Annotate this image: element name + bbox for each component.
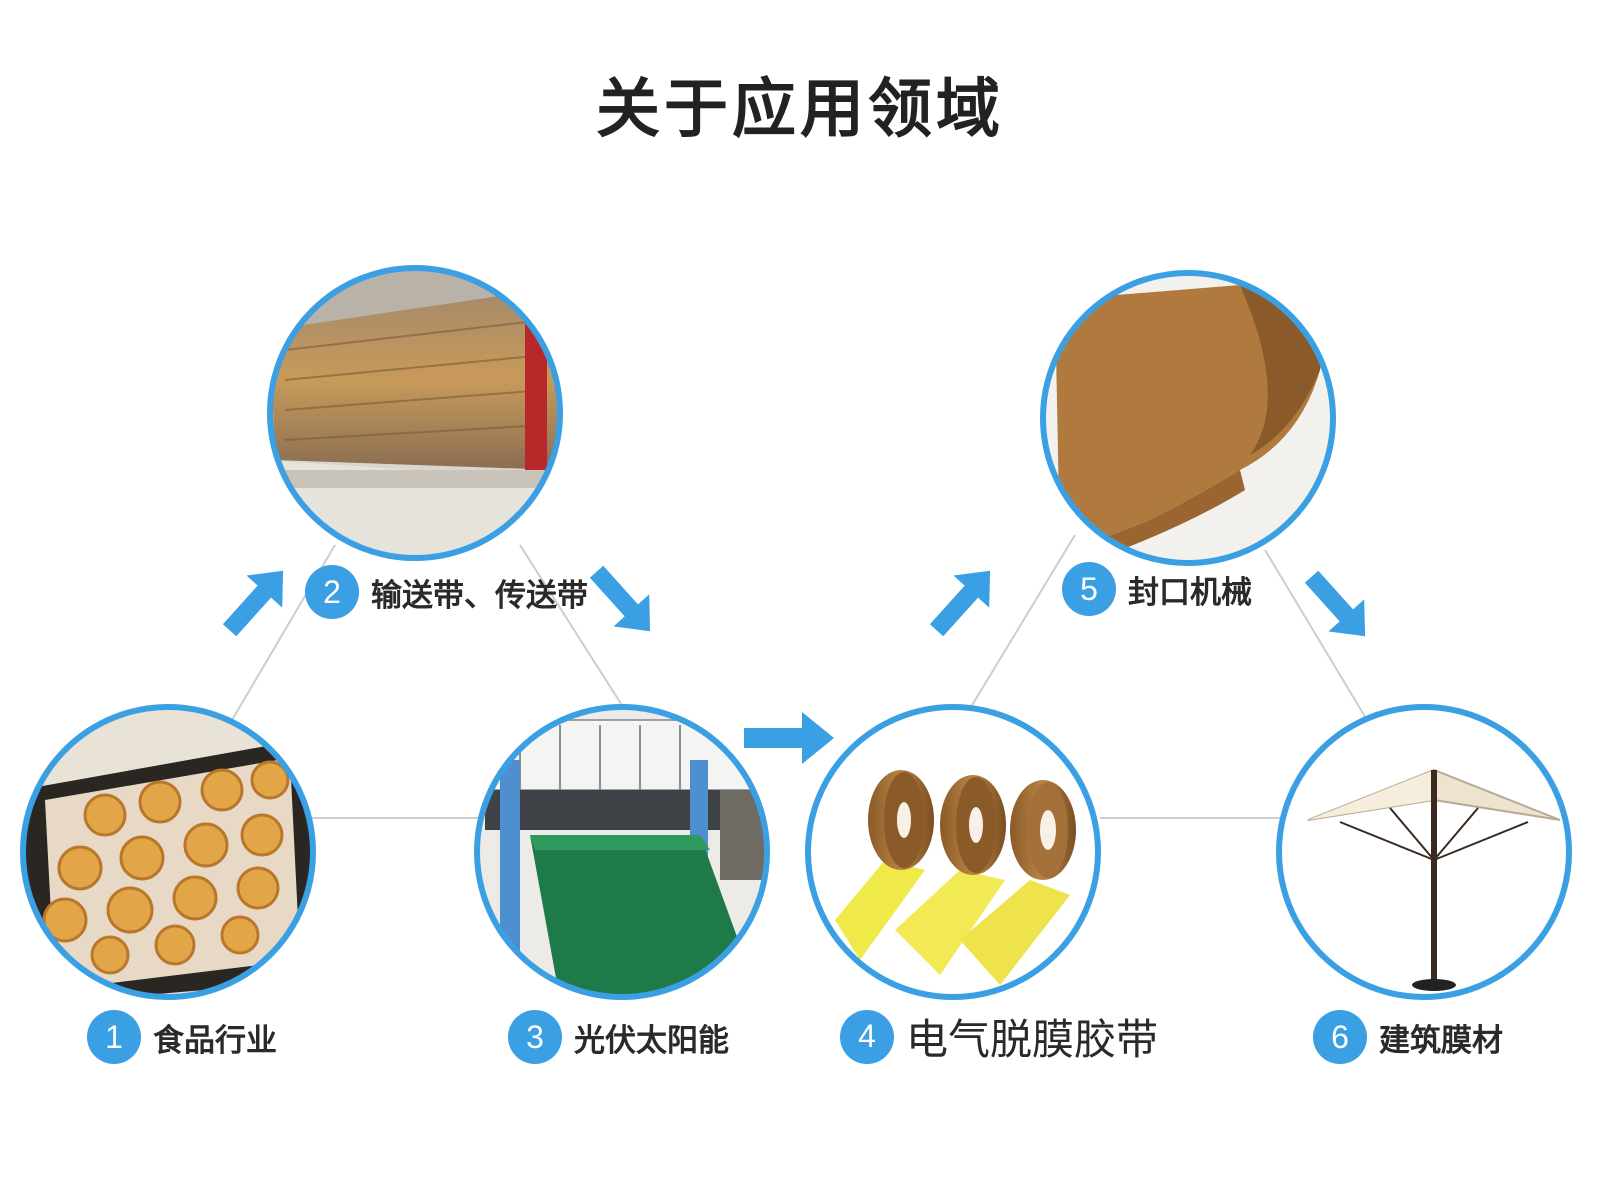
number-badge: 5 bbox=[1062, 562, 1116, 616]
number-badge: 1 bbox=[87, 1010, 141, 1064]
page-title: 关于应用领域 bbox=[596, 73, 1004, 147]
arrow-down-right-icon bbox=[589, 565, 651, 632]
label-electrical-tape: 4 电气脱膜胶带 bbox=[840, 1006, 1158, 1067]
label-sealing-machinery: 5 封口机械 bbox=[1062, 562, 1252, 616]
number-badge: 2 bbox=[305, 565, 359, 619]
node-label: 食品行业 bbox=[153, 1022, 277, 1059]
arrow-down-right-icon bbox=[1304, 570, 1366, 637]
cookies-image bbox=[23, 707, 313, 997]
number-badge: 4 bbox=[840, 1009, 894, 1064]
label-building-membrane: 6 建筑膜材 bbox=[1313, 1010, 1503, 1064]
number-badge: 3 bbox=[508, 1010, 562, 1064]
node-label: 光伏太阳能 bbox=[574, 1022, 729, 1059]
arrow-up-right-icon bbox=[929, 570, 991, 637]
node-label: 封口机械 bbox=[1128, 574, 1252, 611]
umbrella-image bbox=[1280, 707, 1569, 997]
arrow-right-icon bbox=[744, 712, 834, 764]
label-solar-pv: 3 光伏太阳能 bbox=[508, 1010, 729, 1064]
node-sealing-machinery bbox=[1040, 270, 1336, 566]
node-food-industry bbox=[20, 704, 316, 1000]
node-label: 输送带、传送带 bbox=[371, 577, 588, 614]
node-building-membrane bbox=[1276, 704, 1572, 1000]
tape-rolls-image bbox=[808, 707, 1098, 997]
label-conveyor-belt: 2 输送带、传送带 bbox=[305, 565, 588, 619]
node-solar-pv bbox=[474, 704, 770, 1000]
node-label: 电气脱膜胶带 bbox=[906, 1015, 1159, 1064]
conveyor-image bbox=[270, 268, 560, 558]
node-label: 建筑膜材 bbox=[1379, 1022, 1503, 1059]
connector-lines bbox=[231, 534, 1371, 819]
number-badge: 6 bbox=[1313, 1010, 1367, 1064]
label-food-industry: 1 食品行业 bbox=[87, 1010, 277, 1064]
solar-machine-image bbox=[477, 707, 767, 997]
node-electrical-tape bbox=[805, 704, 1101, 1000]
arrow-up-right-icon bbox=[222, 570, 284, 637]
node-conveyor-belt bbox=[267, 265, 563, 561]
